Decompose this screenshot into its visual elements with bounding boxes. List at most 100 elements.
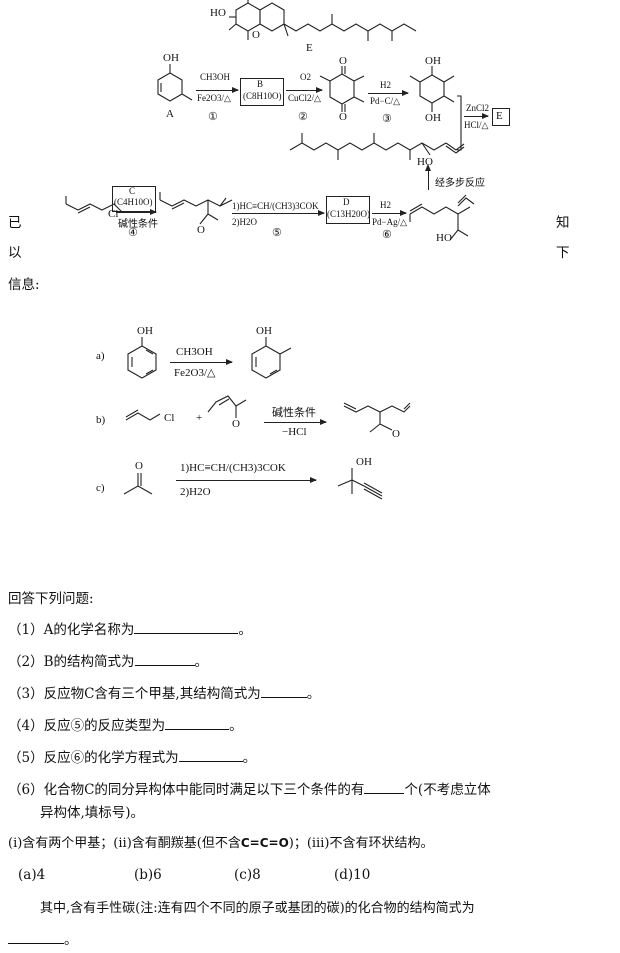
condition-cco: C=C=O	[240, 836, 289, 850]
question-1: （1）A的化学名称为。	[8, 620, 252, 639]
step4-number: ④	[128, 227, 138, 239]
final-end: 。	[64, 932, 78, 948]
q6-number: （6）	[8, 782, 44, 798]
info-structures	[123, 337, 411, 500]
question-3: （3）反应物C含有三个甲基,其结构简式为。	[8, 684, 320, 703]
info-c-reagent: 1)HC≡CH/(CH3)3COK	[180, 462, 286, 474]
e-box-label: E	[496, 110, 503, 122]
q5-answer-blank[interactable]	[178, 748, 243, 762]
step2-arrow	[286, 87, 323, 93]
compound-d-box	[326, 196, 370, 224]
option-a: (a)4	[18, 867, 46, 883]
info-b-o1: O	[232, 418, 240, 430]
alcohol-ho-label: HO	[436, 232, 452, 244]
condition-part-2: )；(ⅲ)不含有环状结构。	[288, 836, 434, 851]
q4-end: 。	[229, 718, 243, 734]
intro-right-2: 下	[556, 245, 570, 261]
step5-arrow	[232, 210, 325, 216]
multi-step-label: 经多步反应	[435, 178, 485, 189]
b-box-label: B	[257, 79, 264, 89]
question-2: （2）B的结构简式为。	[8, 652, 208, 671]
final-answer-row: 。	[8, 930, 78, 949]
b-box-formula: (C8H10O)	[243, 91, 282, 101]
info-c-label: c)	[96, 482, 105, 494]
diol-chain-structure	[289, 133, 465, 160]
e-compound-label: E	[306, 42, 313, 54]
info-b-label: b)	[96, 414, 106, 426]
q2-answer-blank[interactable]	[134, 652, 195, 666]
info-c-oh: OH	[356, 456, 372, 468]
hq-oh-bottom: OH	[425, 112, 441, 124]
q1-answer-blank[interactable]	[134, 620, 239, 634]
info-a-label: a)	[96, 350, 105, 362]
step6-conditions: Pd−Ag/△	[372, 217, 408, 227]
step6-reagent: H2	[380, 200, 391, 210]
compound-e-structure	[228, 0, 417, 41]
info-b-conditions: −HCl	[282, 426, 307, 438]
vinyl-ketone-structure	[207, 395, 247, 418]
q6-answer-blank[interactable]	[364, 780, 405, 794]
option-c: (c)8	[234, 867, 261, 883]
compound-e-box	[492, 108, 510, 126]
q3-answer-blank[interactable]	[260, 684, 307, 698]
alkynol-structure	[337, 468, 383, 500]
ketone-structure	[159, 192, 233, 225]
q6-text: 化合物C的同分异构体中能同时满足以下三个条件的有	[43, 782, 365, 798]
step6-arrow	[372, 210, 407, 216]
alcohol-structure	[409, 194, 475, 240]
hydroquinone-structure	[409, 66, 455, 112]
allyl-chloride-structure	[125, 409, 161, 421]
intro-line-3: 信息:	[8, 277, 40, 293]
prenyl-chloride-structure	[65, 196, 123, 214]
question-6: （6）化合物C的同分异构体中能同时满足以下三个条件的有 个(不考虑立体	[8, 780, 491, 799]
scheme-structures	[65, 0, 475, 240]
q5-end: 。	[242, 750, 257, 766]
intro-right-1: 知	[556, 215, 570, 231]
option-d: (d)10	[334, 867, 371, 883]
multi-step-arrow	[428, 168, 429, 190]
step4-arrow	[116, 209, 157, 215]
step2-conditions: CuCl2/△	[288, 93, 321, 103]
q6-line-2: 异构体,填标号)。	[40, 805, 145, 821]
info-a-product-oh: OH	[256, 325, 272, 337]
acetone-structure	[123, 473, 153, 495]
info-a-phenol-oh: OH	[137, 325, 153, 337]
info-c-arrow	[176, 477, 317, 483]
step6-number: ⑥	[382, 229, 392, 241]
q3-end: 。	[306, 686, 321, 702]
quinone-structure	[319, 66, 365, 112]
q3-text: 反应物C含有三个甲基,其结构简式为	[43, 686, 261, 702]
q1-end: 。	[238, 622, 252, 638]
info-b-reagent: 碱性条件	[272, 407, 316, 419]
a-oh-label: OH	[163, 52, 179, 64]
q4-text: 反应⑤的反应类型为	[43, 718, 166, 734]
q2-number: （2）	[8, 654, 44, 670]
question-4: （4）反应⑤的反应类型为 。	[8, 716, 243, 735]
compound-a-structure	[157, 64, 193, 102]
info-reactions: a) OH CH3OH Fe2O3/△ OH b) Cl + O 碱性条件 −H…	[0, 310, 620, 520]
q4-number: （4）	[8, 718, 44, 734]
info-c-o: O	[135, 460, 143, 472]
final-answer-blank[interactable]	[8, 930, 64, 944]
q5-text: 反应⑥的化学方程式为	[43, 750, 179, 766]
intro-left-2: 以	[8, 245, 22, 261]
d-box-formula: (C13H20O)	[327, 209, 370, 219]
q2-end: 。	[194, 654, 209, 670]
diene-ketone-structure	[343, 402, 411, 433]
step1-conditions: Fe2O3/△	[197, 93, 231, 103]
q6-conditions: (ⅰ)含有两个甲基；(ⅱ)含有酮羰基(但不含C=C=O)；(ⅲ)不含有环状结构。	[8, 834, 433, 853]
q4-answer-blank[interactable]	[165, 716, 230, 730]
bracket-mark	[457, 95, 462, 151]
step3-arrow	[368, 90, 409, 96]
q6-text-2: 个(不考虑立体	[404, 782, 491, 798]
final-question: 其中,含有手性碳(注:连有四个不同的原子或基团的碳)的化合物的结构简式为	[40, 901, 475, 916]
phenol-structure	[127, 337, 157, 379]
info-a-reagent: CH3OH	[176, 346, 213, 358]
info-a-conditions: Fe2O3/△	[174, 367, 216, 379]
step1-arrow	[196, 87, 239, 93]
cl-label: Cl	[108, 208, 119, 220]
final-arrow	[464, 113, 489, 119]
compound-b-box	[240, 78, 284, 106]
q5-number: （5）	[8, 750, 44, 766]
step3-reagent: H2	[380, 80, 391, 90]
